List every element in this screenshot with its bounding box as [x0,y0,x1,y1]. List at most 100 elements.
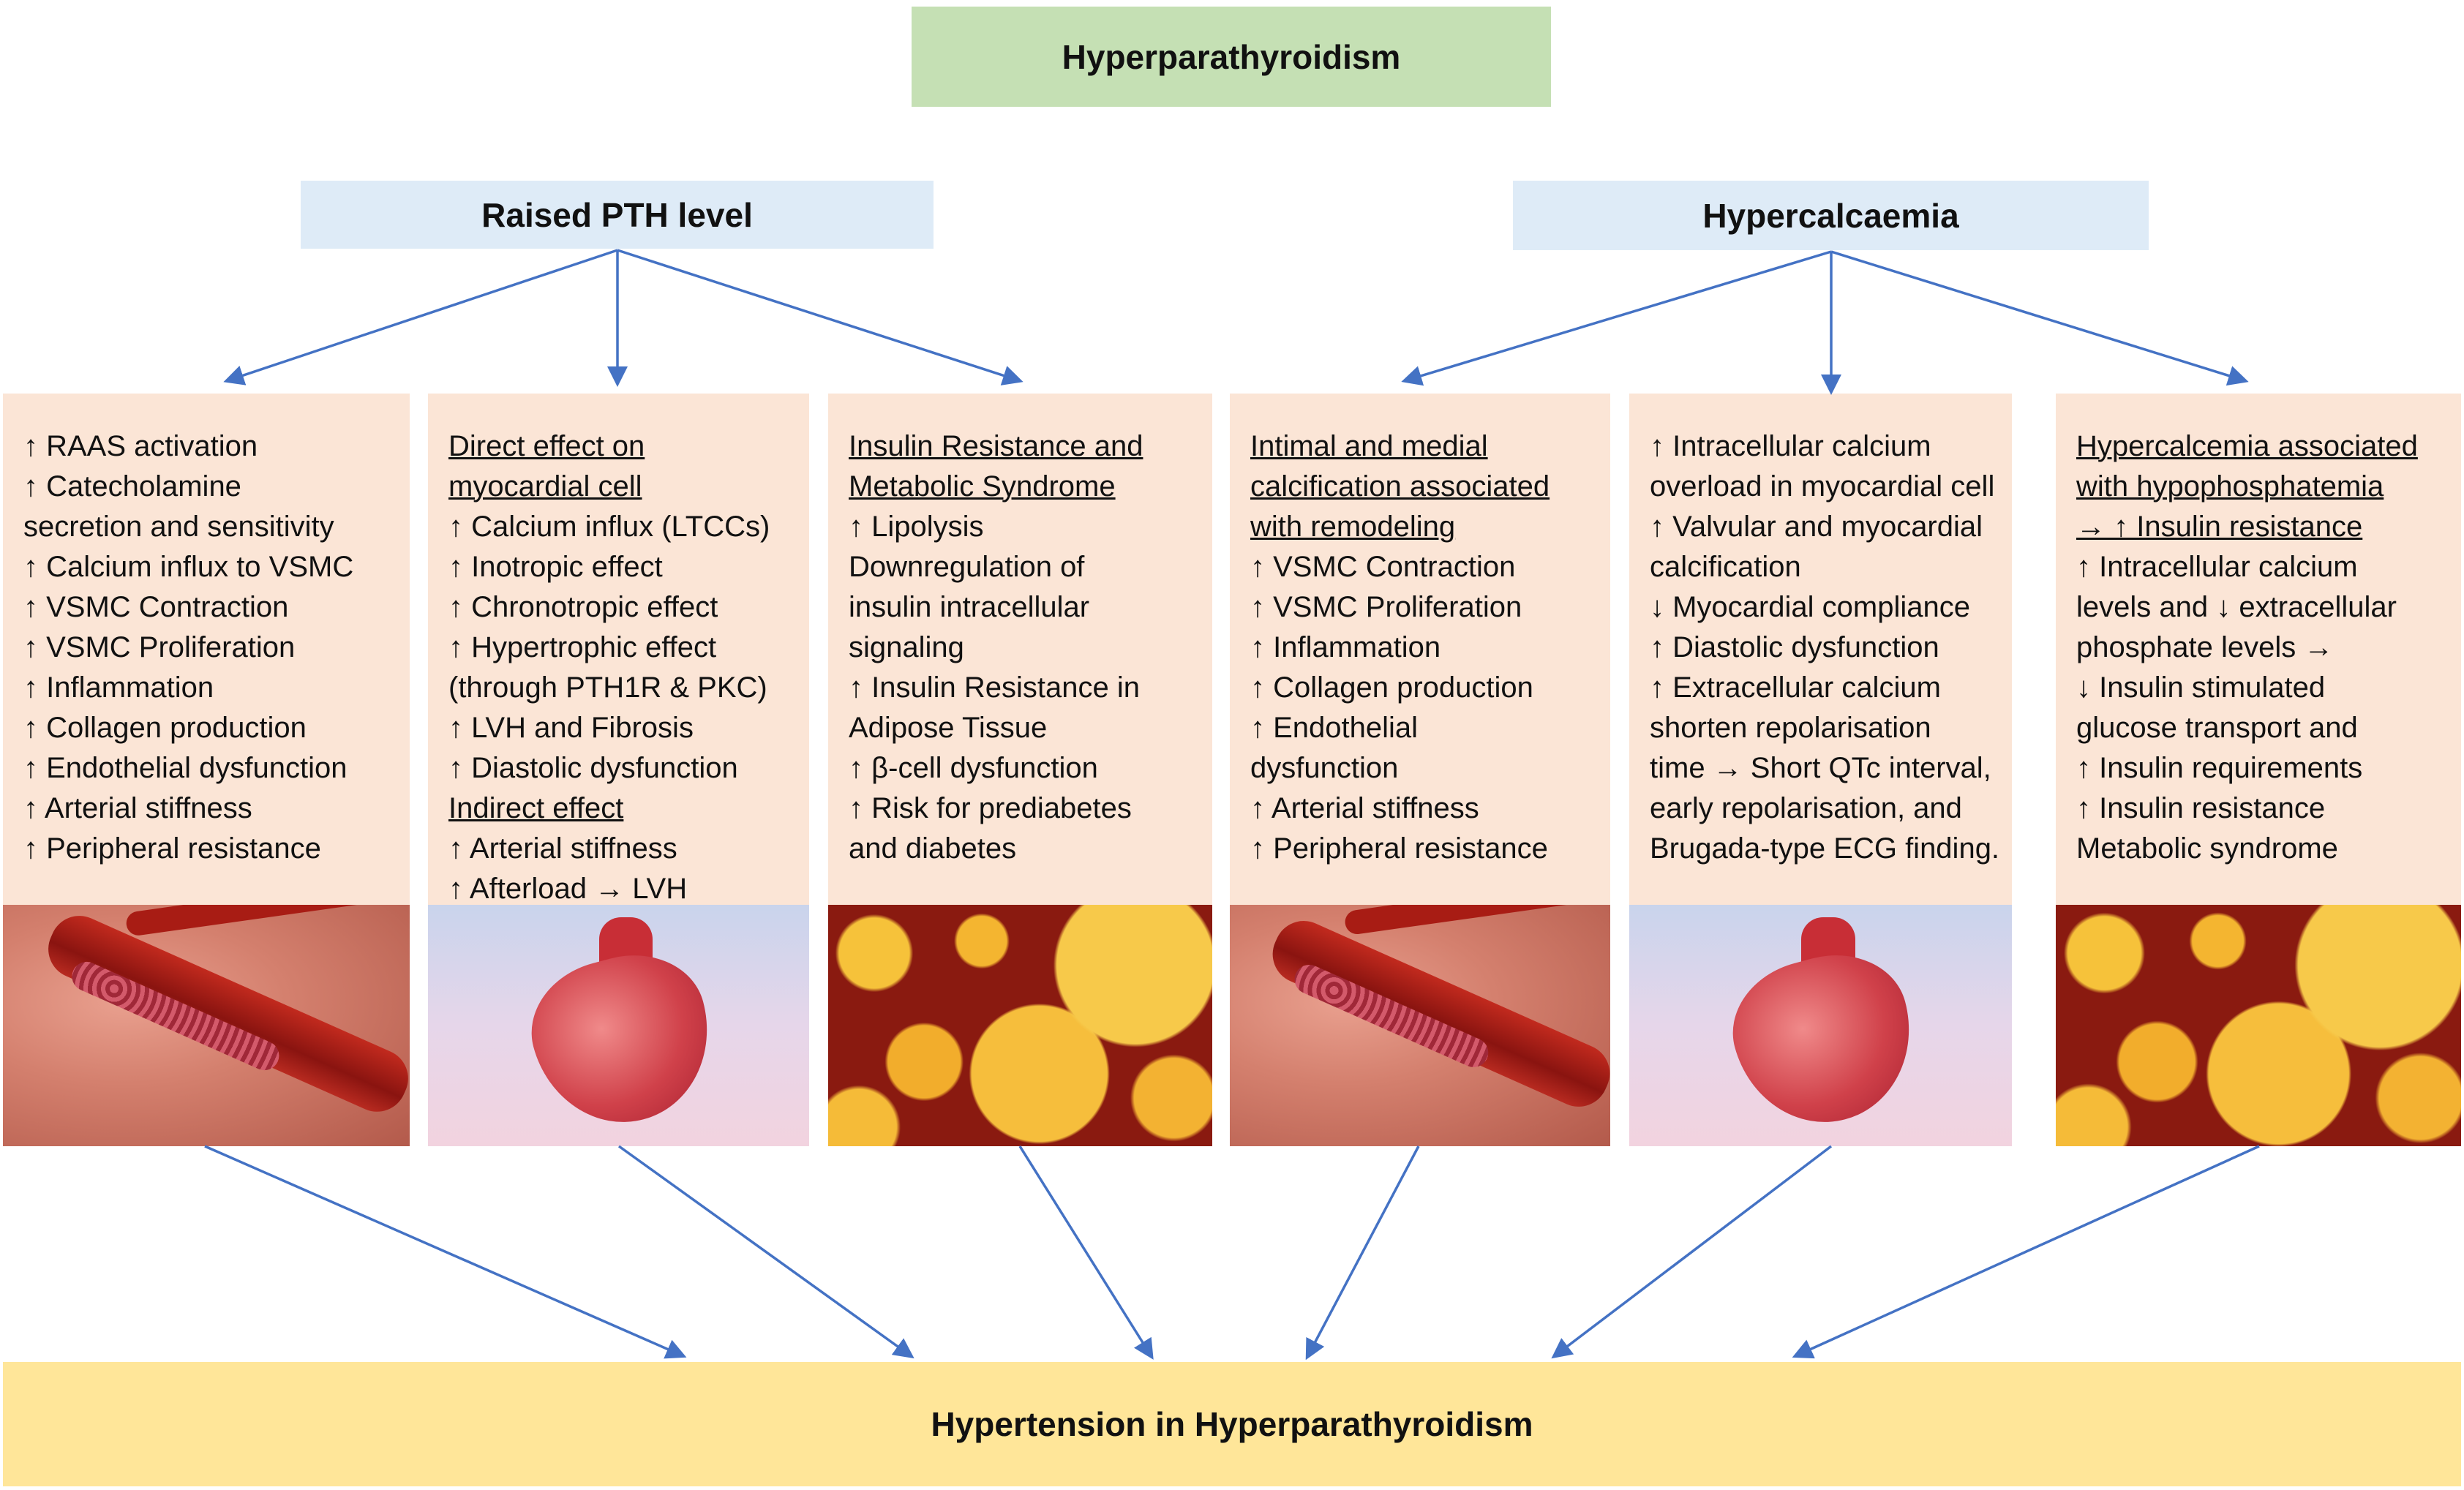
panel-line: ↑ Catecholamine [23,470,241,503]
panel-heading-line: Direct effect on [448,430,645,462]
arrow [1401,250,1832,386]
panel-line: ↑ Chronotropic effect [448,591,718,623]
panel-text: Hypercalcemia associated with hypophospha… [2056,394,2461,905]
panel-line: ↑ Hypertrophic effect [448,631,717,663]
panel-line: glucose transport and [2076,712,2358,744]
panel-heading-line: with hypophosphatemia [2076,470,2384,503]
panel-text: ↑ Intracellular calcium overload in myoca… [1629,394,2012,905]
panel-line: and diabetes [849,832,1017,865]
arrow [1018,1145,1154,1360]
panel-line: ↑ LVH and Fibrosis [448,712,694,744]
mechanism-panel: Intimal and medial calcification associat… [1230,394,1610,1146]
panel-line: ↑ Diastolic dysfunction [448,752,738,784]
panel-line: ↑ Calcium influx (LTCCs) [448,511,770,543]
outcome-text: Hypertension in Hyperparathyroidism [931,1405,1533,1443]
panel-line: ↑ Intracellular calcium [1650,430,1931,462]
panel-line: ↑ Inotropic effect [448,551,663,583]
panel-heading-line: → ↑ Insulin resistance [2076,511,2363,543]
panel-text: Intimal and medial calcification associat… [1230,394,1610,905]
raised-pth-box: Raised PTH level [301,181,934,249]
panel-line: ↑ Calcium influx to VSMC [23,551,354,583]
panel-line: ↑ RAAS activation [23,430,258,462]
arrow [1305,1145,1420,1361]
panel-heading-line: Metabolic Syndrome [849,470,1116,503]
panel-line: ↑ Insulin requirements [2076,752,2363,784]
panel-line: time → Short QTc interval, [1650,752,1991,784]
arrow [1830,250,2249,386]
arrow [1551,1145,1833,1359]
mechanism-panel: Hypercalcemia associated with hypophospha… [2056,394,2461,1146]
panel-line: insulin intracellular [849,591,1090,623]
arrow [617,1145,914,1359]
panel-heading-line: Insulin Resistance and [849,430,1143,462]
panel-line: levels and ↓ extracellular [2076,591,2397,623]
hypercalcaemia-text: Hypercalcaemia [1702,196,1959,235]
panel-line: ↑ Endothelial [1250,712,1419,744]
panel-line: Downregulation of [849,551,1085,583]
panel-line: ↑ VSMC Contraction [1250,551,1516,583]
panel-line: ↑ Afterload → LVH [448,873,688,905]
panel-line: calcification [1650,551,1801,583]
panel-heading-line: Intimal and medial [1250,430,1488,462]
panel-line: Metabolic syndrome [2076,832,2338,865]
title-box: Hyperparathyroidism [912,7,1551,107]
panel-line: ↑ Risk for prediabetes [849,792,1132,824]
panel-text: ↑ RAAS activation ↑ Catecholamine secretio… [3,394,410,905]
panel-line: ↑ Inflammation [1250,631,1441,663]
heart-image [428,905,809,1146]
raised-pth-text: Raised PTH level [481,195,753,234]
panel-line: ↑ VSMC Proliferation [23,631,296,663]
blood-vessel-image [1230,905,1610,1146]
panel-heading-line: Hypercalcemia associated [2076,430,2418,462]
panel-line: overload in myocardial cell [1650,470,1995,503]
panel-text: Direct effect on myocardial cell ↑ Calcium… [428,394,809,905]
mechanism-panel: ↑ RAAS activation ↑ Catecholamine secretio… [3,394,410,1146]
panel-line: signaling [849,631,964,663]
panel-line: ↑ Inflammation [23,671,214,704]
panel-line: Brugada-type ECG finding. [1650,832,2000,865]
panel-line: (through PTH1R & PKC) [448,671,767,704]
panel-line: ↓ Insulin stimulated [2076,671,2326,704]
panel-line: ↑ Peripheral resistance [23,832,321,865]
panel-line: ↑ Peripheral resistance [1250,832,1548,865]
panel-heading-line: calcification associated [1250,470,1550,503]
heart-image [1629,905,2012,1146]
panel-heading-line: with remodeling [1250,511,1456,543]
arrow [1792,1145,2260,1359]
panel-line: ↑ Intracellular calcium [2076,551,2358,583]
panel-line: ↓ Myocardial compliance [1650,591,1970,623]
panel-line: ↑ Arterial stiffness [23,792,252,824]
outcome-box: Hypertension in Hyperparathyroidism [3,1362,2461,1486]
panel-line: ↑ VSMC Contraction [23,591,289,623]
mechanism-panel: Direct effect on myocardial cell ↑ Calcium… [428,394,809,1146]
panel-line: ↑ Lipolysis [849,511,984,543]
panel-line: ↑ Arterial stiffness [448,832,677,865]
panel-line: early repolarisation, and [1650,792,1962,824]
panel-line: dysfunction [1250,752,1399,784]
panel-line: ↑ VSMC Proliferation [1250,591,1522,623]
panel-line: ↑ Collagen production [23,712,307,744]
panel-heading-line: Indirect effect [448,792,624,824]
mechanism-panel: ↑ Intracellular calcium overload in myoca… [1629,394,2012,1146]
arrow [617,249,1023,385]
panel-line: secretion and sensitivity [23,511,334,543]
title-text: Hyperparathyroidism [1062,37,1401,76]
panel-heading-line: myocardial cell [448,470,642,503]
hypercalcaemia-box: Hypercalcaemia [1513,181,2149,250]
panel-line: ↑ Insulin resistance [2076,792,2326,824]
panel-line: ↑ Extracellular calcium [1650,671,1941,704]
panel-line: shorten repolarisation [1650,712,1931,744]
panel-line: ↑ Diastolic dysfunction [1650,631,1939,663]
fat-cells-image [2056,905,2461,1146]
panel-line: ↑ Collagen production [1250,671,1533,704]
panel-line: phosphate levels → [2076,631,2334,663]
arrow [204,1145,687,1359]
panel-line: ↑ β-cell dysfunction [849,752,1098,784]
panel-line: Adipose Tissue [849,712,1048,744]
panel-line: ↑ Endothelial dysfunction [23,752,348,784]
fat-cells-image [828,905,1212,1146]
arrow [223,249,618,385]
